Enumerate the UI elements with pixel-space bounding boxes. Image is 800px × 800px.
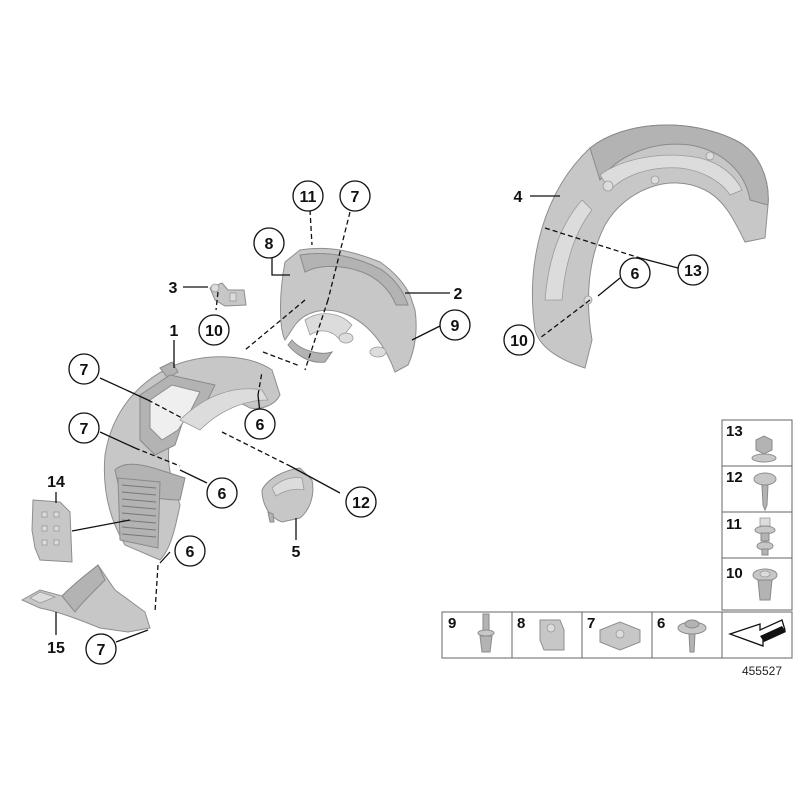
speed-nut-icon <box>599 621 641 651</box>
callout-10-right: 10 <box>510 333 528 350</box>
hex-nut-icon <box>751 435 777 463</box>
label-15: 15 <box>47 640 65 657</box>
fastener-legend: 13 12 11 10 9 8 7 6 <box>441 419 793 678</box>
legend-6: 6 <box>657 615 665 632</box>
label-14: 14 <box>47 474 65 491</box>
flange-bolt-icon <box>677 619 707 653</box>
callout-6-mid: 6 <box>218 486 227 503</box>
reference-number: 455527 <box>742 664 782 678</box>
front-wheel-arch-liner <box>103 356 281 561</box>
callouts: 11 7 8 9 10 7 7 6 6 12 6 7 6 13 10 1 2 3 <box>47 180 709 665</box>
expanding-nut-icon <box>752 568 778 601</box>
cover-part-5 <box>261 467 314 523</box>
callout-11: 11 <box>300 189 317 206</box>
callout-6-center: 6 <box>256 417 265 434</box>
screw-icon <box>753 472 777 512</box>
lower-shield-part-15 <box>20 564 151 633</box>
callout-7-upper-left: 7 <box>80 362 89 379</box>
callout-13: 13 <box>684 263 702 280</box>
legend-9: 9 <box>448 615 456 632</box>
label-3: 3 <box>169 280 178 297</box>
label-4: 4 <box>514 189 523 206</box>
callout-7-middle-left: 7 <box>80 421 89 438</box>
callout-6-right: 6 <box>631 266 640 283</box>
front-upper-liner <box>279 247 417 373</box>
plate-part-14 <box>31 499 73 563</box>
legend-13: 13 <box>726 423 743 440</box>
legend-11: 11 <box>726 516 742 533</box>
label-2: 2 <box>454 286 463 303</box>
rear-wheel-arch-liner <box>532 124 769 369</box>
callout-7-bottom: 7 <box>97 642 106 659</box>
push-pin-icon <box>477 613 495 653</box>
direction-arrow-icon <box>728 619 786 647</box>
legend-7: 7 <box>587 615 595 632</box>
callout-7-top: 7 <box>351 189 360 206</box>
square-nut-icon <box>539 619 565 651</box>
clip-icon <box>754 517 776 556</box>
leader-lines <box>55 195 679 643</box>
legend-10: 10 <box>726 565 743 582</box>
callout-10-left: 10 <box>205 323 223 340</box>
callout-8: 8 <box>265 236 274 253</box>
callout-9: 9 <box>451 318 460 335</box>
label-1: 1 <box>170 323 179 340</box>
callout-6-lower: 6 <box>186 544 195 561</box>
legend-8: 8 <box>517 615 525 632</box>
arch-grille <box>117 477 161 549</box>
label-5: 5 <box>292 544 301 561</box>
bracket-part-3 <box>209 282 247 307</box>
callout-12: 12 <box>352 495 370 512</box>
legend-12: 12 <box>726 469 743 486</box>
